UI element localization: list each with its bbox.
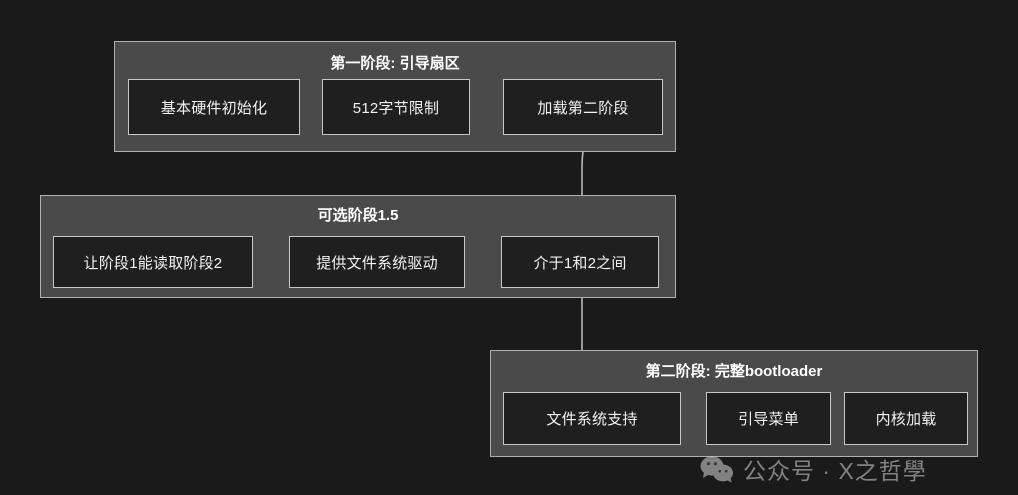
group-title-stage-1: 第一阶段: 引导扇区 — [330, 55, 460, 72]
group-title-stage-1-5: 可选阶段1.5 — [317, 207, 399, 224]
node-basic-hardware-init[interactable]: 基本硬件初始化 — [128, 79, 300, 135]
node-boot-menu[interactable]: 引导菜单 — [706, 392, 831, 445]
group-stage-1-5: 可选阶段1.5 让阶段1能读取阶段2 提供文件系统驱动 介于1和2之间 — [40, 195, 676, 298]
node-kernel-loading[interactable]: 内核加载 — [844, 392, 968, 445]
node-512-byte-limit[interactable]: 512字节限制 — [322, 79, 470, 135]
group-title-stage-2: 第二阶段: 完整bootloader — [645, 363, 823, 380]
group-stage-2: 第二阶段: 完整bootloader 文件系统支持 引导菜单 内核加载 — [490, 350, 978, 457]
node-filesystem-support[interactable]: 文件系统支持 — [503, 392, 681, 445]
node-stage1-reads-stage2[interactable]: 让阶段1能读取阶段2 — [53, 236, 253, 288]
watermark: 公众号 · X之哲學 — [700, 452, 927, 486]
group-stage-1: 第一阶段: 引导扇区 基本硬件初始化 512字节限制 加载第二阶段 — [114, 41, 676, 152]
node-between-1-and-2[interactable]: 介于1和2之间 — [501, 236, 659, 288]
wechat-icon — [700, 456, 733, 483]
watermark-text: 公众号 · X之哲學 — [743, 458, 927, 484]
node-load-stage-2[interactable]: 加载第二阶段 — [503, 79, 663, 135]
node-provide-fs-driver[interactable]: 提供文件系统驱动 — [289, 236, 465, 288]
